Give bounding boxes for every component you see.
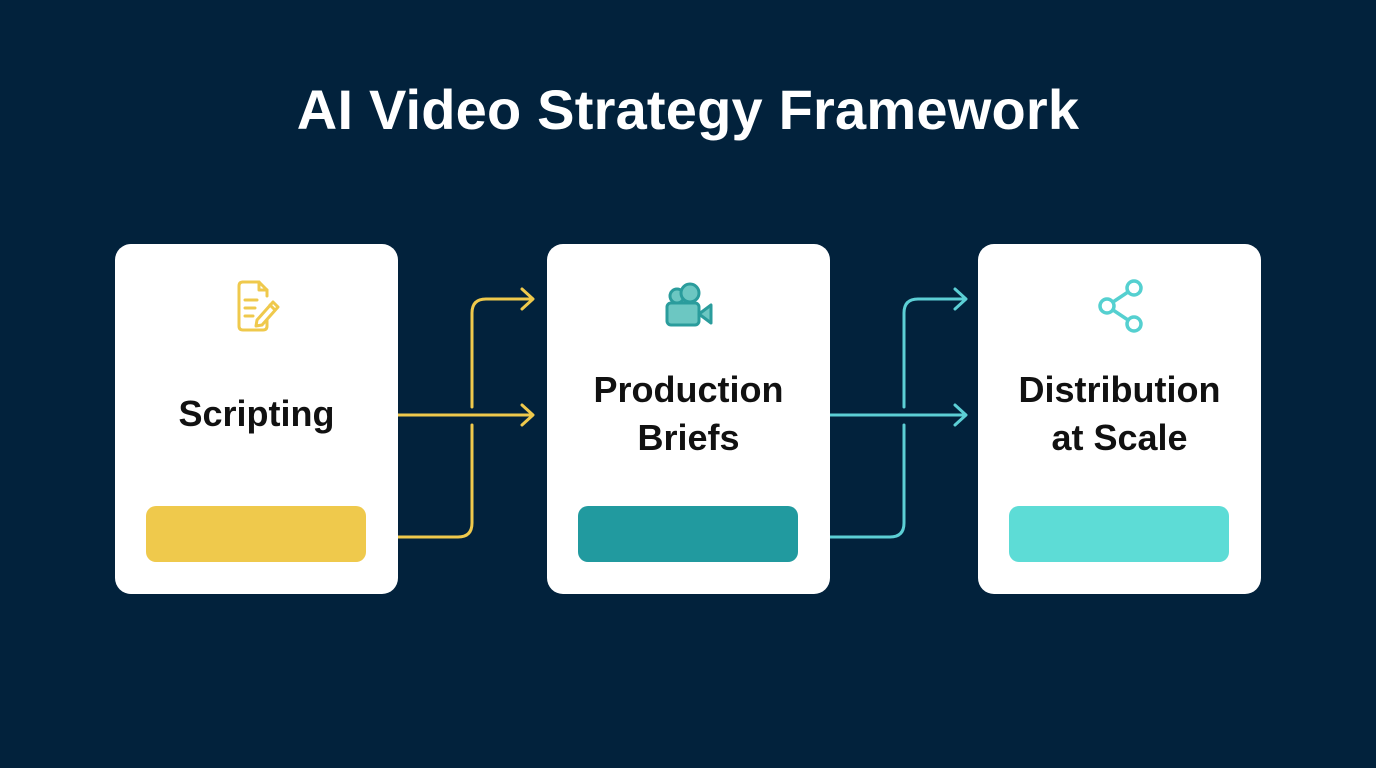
accent-bar [1009, 506, 1229, 562]
connector-scripting-to-production [396, 287, 535, 539]
card-label-line: Briefs [637, 417, 740, 458]
accent-bar [578, 506, 798, 562]
video-camera-icon [657, 274, 721, 338]
card-label-line: Scripting [178, 393, 335, 434]
connector-production-to-distribution [828, 287, 968, 539]
card-label: Distribution at Scale [978, 366, 1261, 462]
card-label-line: at Scale [1051, 417, 1188, 458]
card-label: Production Briefs [547, 366, 830, 462]
accent-bar [146, 506, 366, 562]
diagram-title: AI Video Strategy Framework [296, 78, 1080, 141]
card-label: Scripting [115, 390, 398, 438]
card-label-line: Distribution [1018, 369, 1221, 410]
card-label-line: Production [593, 369, 784, 410]
card-scripting: Scripting [115, 244, 398, 594]
card-production-briefs: Production Briefs [547, 244, 830, 594]
share-icon [1088, 274, 1152, 338]
document-edit-icon [225, 274, 289, 338]
card-distribution-at-scale: Distribution at Scale [978, 244, 1261, 594]
